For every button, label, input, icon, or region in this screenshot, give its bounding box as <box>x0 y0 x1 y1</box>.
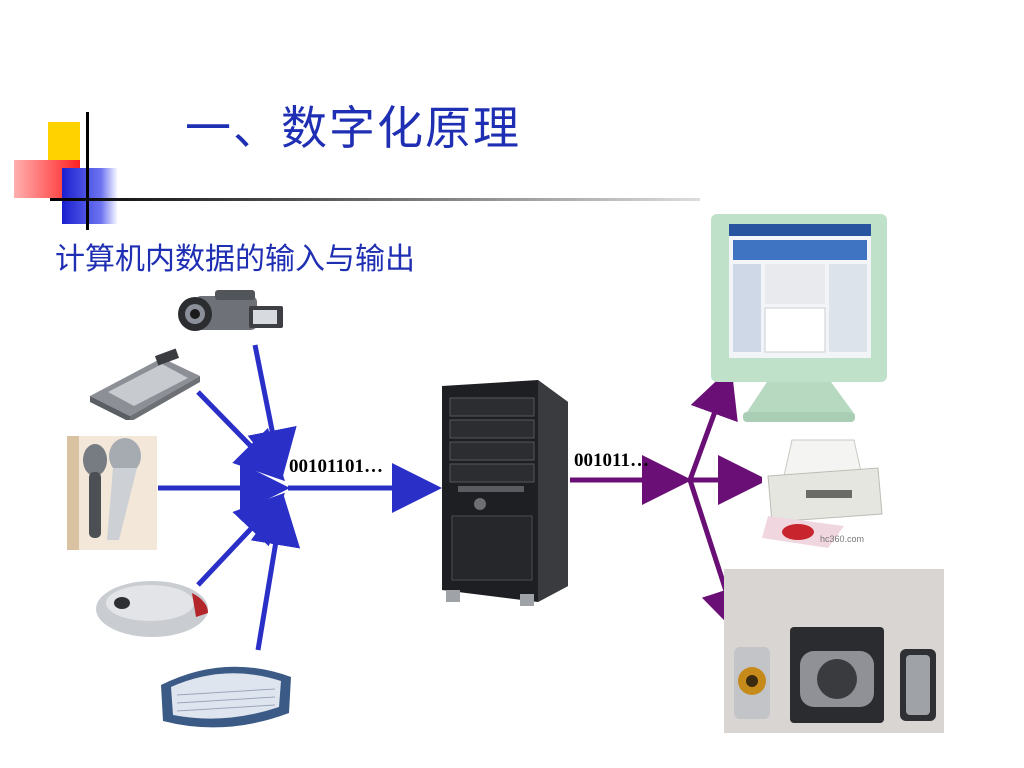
scanner-icon <box>90 348 200 420</box>
decor-blue-square <box>62 168 118 224</box>
slide-title: 一、数字化原理 <box>185 101 521 155</box>
arrow-keyboard <box>250 495 301 651</box>
speakers-icon <box>724 569 944 733</box>
output-bits-label: 001011… <box>574 450 649 471</box>
camcorder-icon <box>178 290 283 331</box>
input-bits-label: 00101101… <box>289 456 383 477</box>
decor-yellow-square <box>48 122 80 162</box>
slide-subtitle: 计算机内数据的输入与输出 <box>55 242 415 277</box>
arrow-monitor <box>687 366 738 481</box>
printer-watermark: hc360.com <box>820 534 864 544</box>
keyboard-icon <box>161 666 291 728</box>
computer-tower-icon <box>442 380 568 606</box>
microphone-icon <box>67 436 157 550</box>
decor-vertical-line <box>86 112 89 230</box>
arrow-scanner <box>196 390 285 482</box>
mouse-icon <box>96 581 209 637</box>
printer-icon: hc360.com <box>762 434 884 550</box>
monitor-icon <box>711 214 887 422</box>
title-underline <box>50 198 700 201</box>
